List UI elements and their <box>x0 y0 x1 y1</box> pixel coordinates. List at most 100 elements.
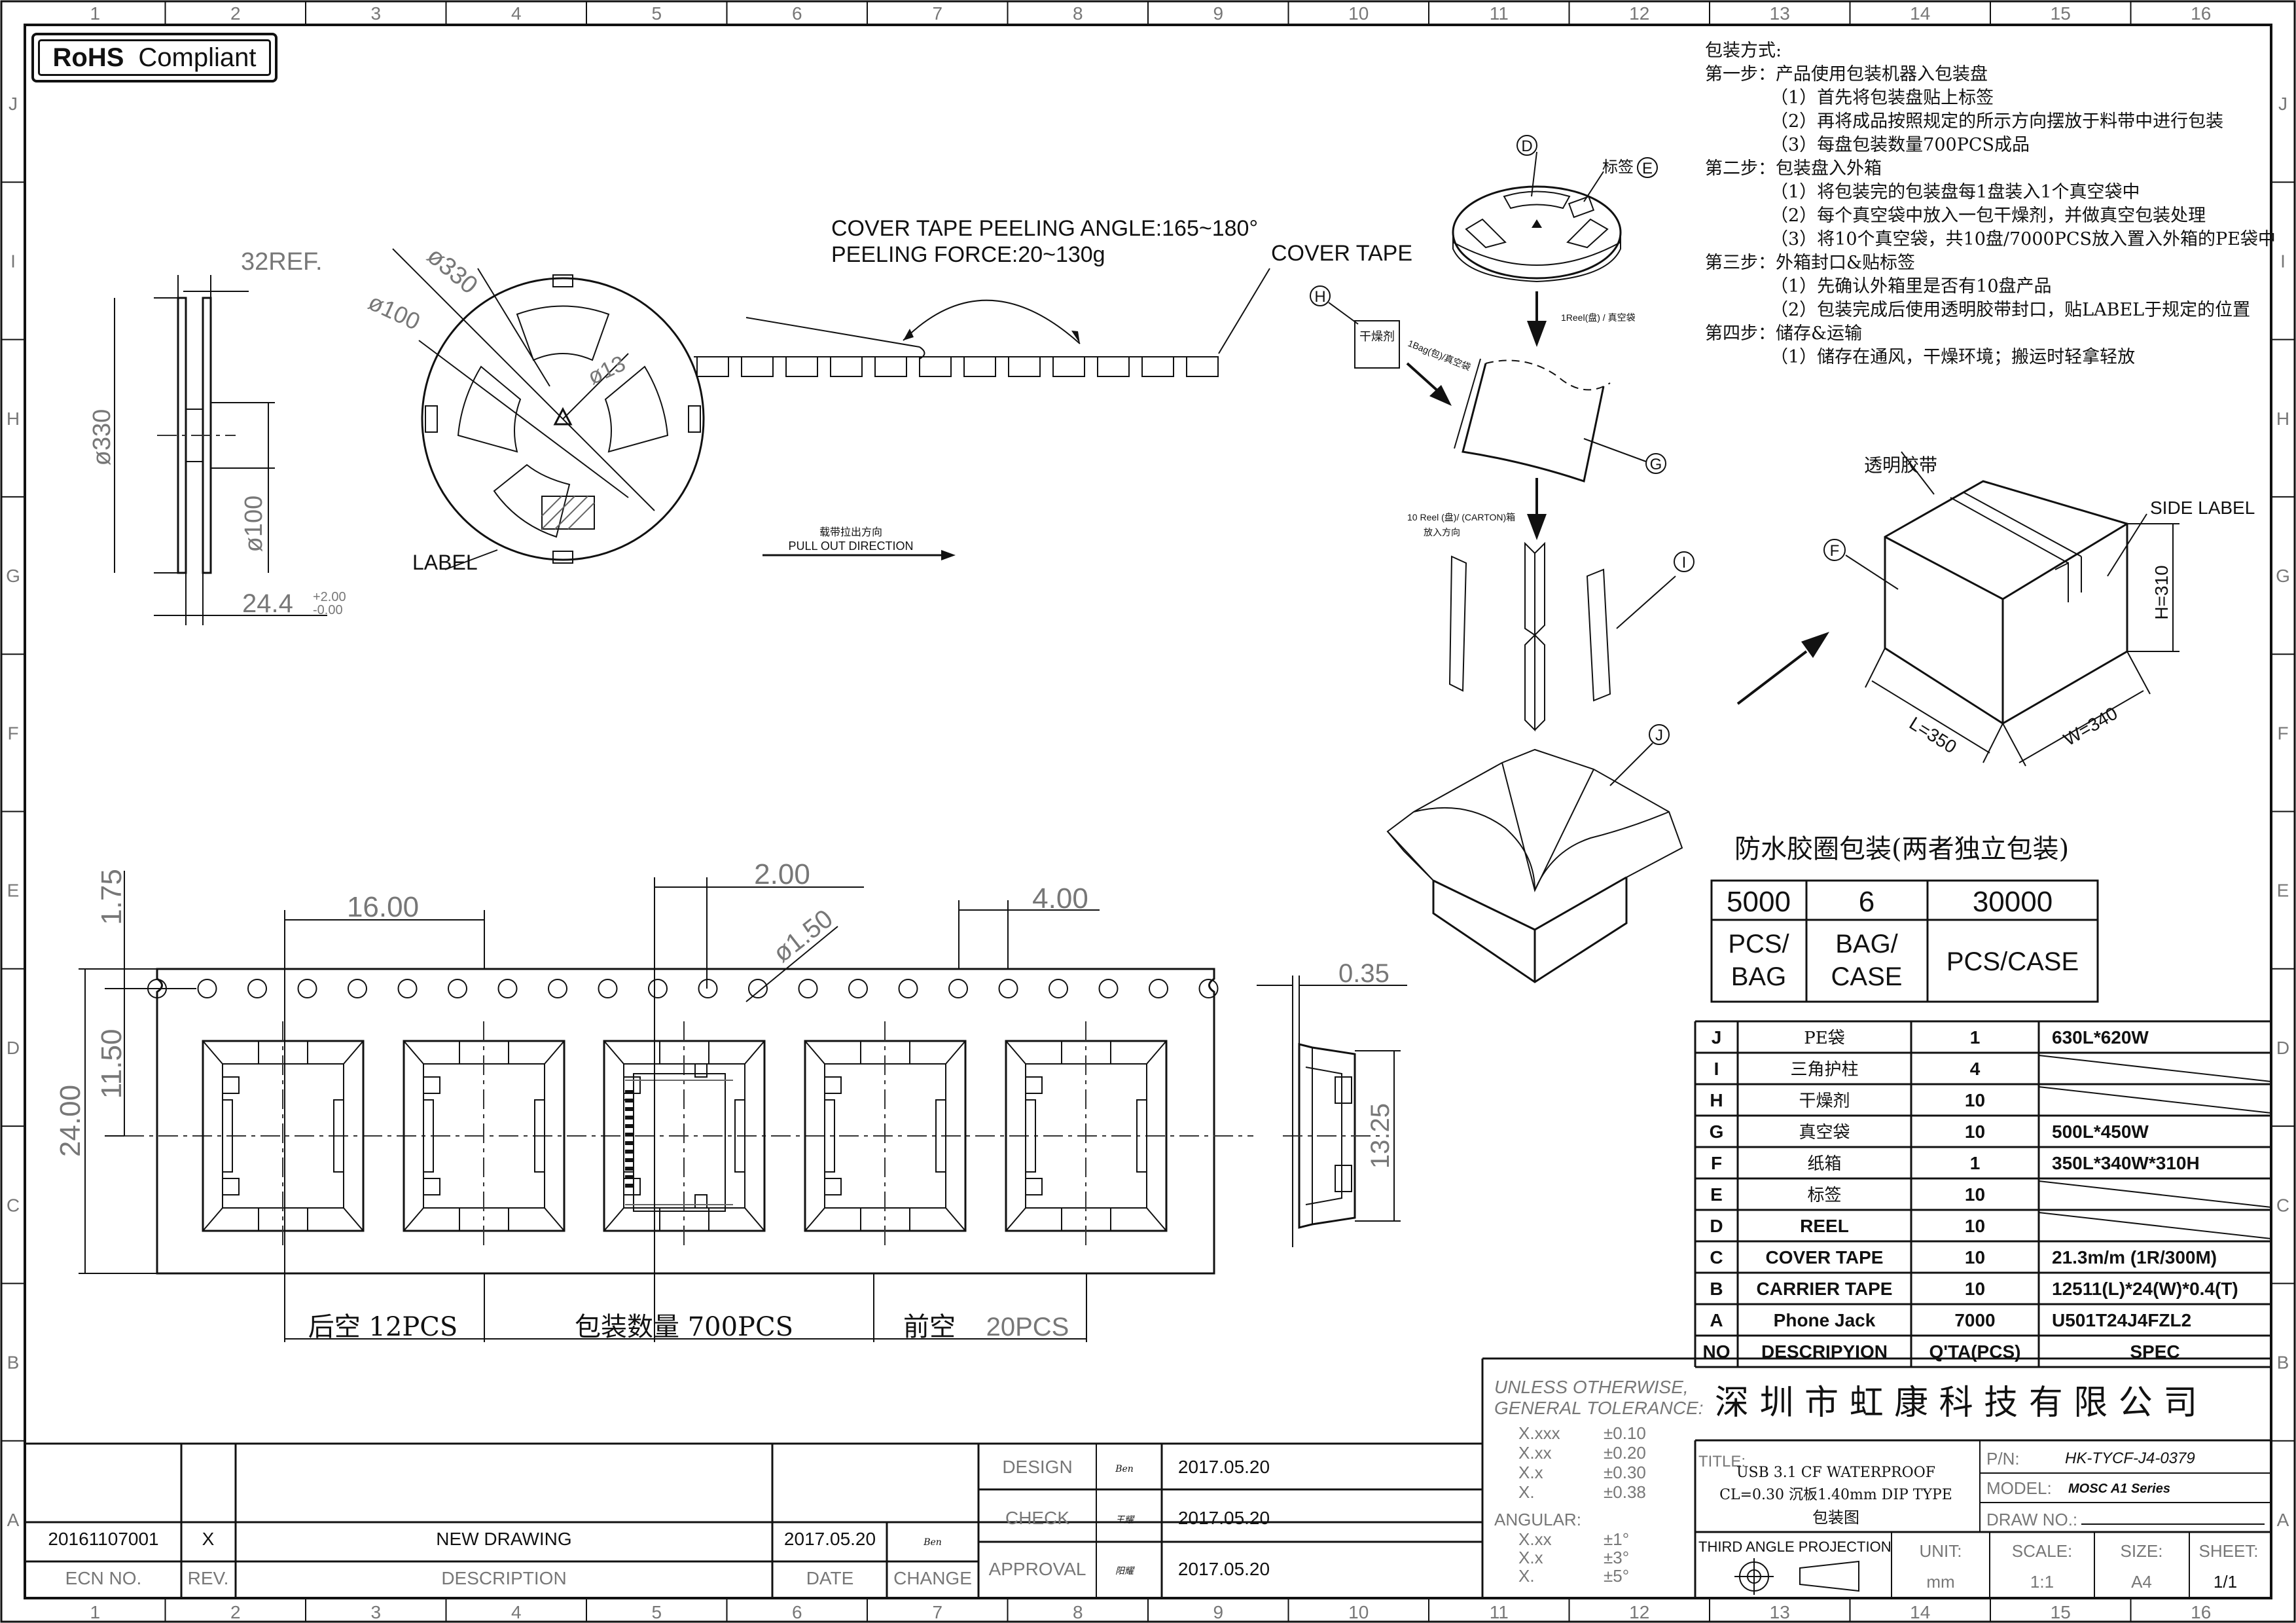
reel-side-view: 32REF. ø330 ø100 24.4 +2.00 -0.00 <box>88 248 346 625</box>
pack-unit-2b: CASE <box>1831 962 1903 991</box>
bom-cell: 12511(L)*24(W)*0.4(T) <box>2052 1279 2238 1299</box>
reel-front-view: ø330 ø100 ø13 LABEL <box>365 242 705 574</box>
zone-col-top: 12 <box>1629 3 1649 24</box>
size-value: A4 <box>2131 1572 2152 1592</box>
callout-g: G <box>1650 456 1662 473</box>
bom-cell: 350L*340W*310H <box>2052 1153 2200 1173</box>
zone-col-top: 11 <box>1490 3 1509 24</box>
rev-date: 2017.05.20 <box>784 1529 876 1549</box>
instruction-line: （1）储存在通风，干燥环境；搬运时轻拿轻放 <box>1770 347 2135 367</box>
instruction-line: 第三步：外箱封口&贴标签 <box>1705 253 1915 273</box>
tol-key: X.x <box>1518 1463 1543 1482</box>
sprocket-hole <box>1149 979 1168 998</box>
tape-pocket <box>1008 356 1041 377</box>
callout-j: J <box>1655 727 1663 744</box>
zone-col-bottom: 8 <box>1073 1602 1083 1622</box>
pack-unit-2a: BAG/ <box>1835 930 1898 958</box>
inner-frame <box>24 24 2272 1599</box>
bom-cell: B <box>1710 1279 1723 1299</box>
bom-cell: 10 <box>1965 1122 1985 1142</box>
rev-desc: NEW DRAWING <box>436 1529 571 1549</box>
rohs-bold-text: RoHS <box>52 43 124 72</box>
dim-1150: 11.50 <box>96 1029 128 1099</box>
rev-h-desc: DESCRIPTION <box>441 1568 566 1588</box>
pack-val-2: 6 <box>1859 886 1874 918</box>
tape-peel-view: COVER TAPE PEELING ANGLE:165~180° PEELIN… <box>694 216 1412 560</box>
rohs-badge: RoHS Compliant <box>31 33 278 82</box>
zone-col-bottom: 16 <box>2191 1602 2211 1622</box>
instruction-line: （3）每盘包装数量700PCS成品 <box>1770 135 2030 155</box>
dim-175: 1.75 <box>96 869 128 925</box>
zone-row-left: D <box>7 1038 20 1058</box>
bom-cell: C <box>1710 1247 1723 1267</box>
size-label: SIZE: <box>2120 1541 2162 1561</box>
sheet-value: 1/1 <box>2214 1572 2237 1592</box>
peel-line-2: PEELING FORCE:20~130g <box>831 242 1105 267</box>
tape-cn: 透明胶带 <box>1864 454 1937 476</box>
bom-cell: Phone Jack <box>1774 1310 1876 1330</box>
tape-pocket <box>741 356 774 377</box>
carrier-pocket <box>603 1021 766 1250</box>
reel-d330: ø330 <box>422 242 482 300</box>
tol-val: ±0.20 <box>1604 1443 1646 1463</box>
zone-col-bottom: 5 <box>651 1602 662 1622</box>
side-label: SIDE LABEL <box>2150 498 2255 518</box>
pull-dir-en: PULL OUT DIRECTION <box>788 539 913 553</box>
zone-col-top: 3 <box>370 3 381 24</box>
tape-pocket <box>1186 356 1219 377</box>
approval-sig: 阳耀 <box>1115 1566 1135 1577</box>
zone-col-top: 15 <box>2051 3 2071 24</box>
pack-qty: 包装数量 700PCS <box>575 1312 793 1342</box>
bom-cell: COVER TAPE <box>1766 1247 1884 1267</box>
title-line-1: USB 3.1 CF WATERPROOF <box>1736 1465 1935 1481</box>
reel-label: LABEL <box>412 551 478 574</box>
reel-bag-text: 1Reel(盘) / 真空袋 <box>1561 312 1636 323</box>
bom-cell: I <box>1714 1059 1719 1079</box>
connector-pin <box>625 1133 633 1137</box>
bom-cell: G <box>1710 1122 1724 1142</box>
dim-2400: 24.00 <box>54 1085 86 1157</box>
bom-cell: 10 <box>1965 1090 1985 1110</box>
bag-text: 1Bag(包)/真空袋 <box>1407 338 1472 373</box>
side-tol-down: -0.00 <box>313 603 343 617</box>
zone-row-left: J <box>9 94 18 114</box>
instruction-line: 第四步：储存&运输 <box>1705 323 1862 344</box>
instruction-line: （1）将包装完的包装盘每1盘装入1个真空袋中 <box>1770 182 2140 202</box>
dim-1325: 13.25 <box>1366 1103 1395 1169</box>
sprocket-hole <box>497 979 518 998</box>
connector-pin <box>625 1167 633 1171</box>
angular-key: X.x <box>1518 1548 1543 1567</box>
instruction-line: 第二步：包装盘入外箱 <box>1705 158 1882 179</box>
projection-symbol-cone <box>1799 1560 1859 1592</box>
bom-cell: 10 <box>1965 1279 1985 1299</box>
scale-value: 1:1 <box>2030 1572 2054 1592</box>
rev-h-change: CHANGE <box>893 1568 972 1588</box>
side-tol-up: +2.00 <box>313 590 346 604</box>
connector-pin <box>625 1158 633 1162</box>
zone-col-top: 16 <box>2191 3 2211 24</box>
tape-pocket <box>963 356 996 377</box>
company-name: 深 圳 市 虹 康 科 技 有 限 公 司 <box>1715 1383 2197 1423</box>
zone-col-top: 8 <box>1073 3 1083 24</box>
instruction-line: （2）再将成品按照规定的所示方向摆放于料带中进行包装 <box>1770 111 2223 132</box>
title-line-2: CL=0.30 沉板1.40mm DIP TYPE <box>1719 1487 1952 1503</box>
rev-rev: X <box>202 1529 215 1549</box>
zone-row-left: C <box>7 1195 20 1215</box>
cover-tape-label: COVER TAPE <box>1271 241 1412 266</box>
sprocket-hole <box>998 979 1018 998</box>
zone-row-right: J <box>2278 94 2287 114</box>
zone-col-bottom: 12 <box>1629 1602 1649 1622</box>
tol-key: X. <box>1518 1482 1535 1502</box>
bom-cell: A <box>1710 1310 1723 1330</box>
label-cn: 标签 <box>1602 158 1634 176</box>
tape-pocket <box>1097 356 1130 377</box>
sprocket-hole <box>247 979 267 998</box>
side-d100: ø100 <box>240 496 268 553</box>
zone-col-bottom: 6 <box>792 1602 802 1622</box>
approval-date: 2017.05.20 <box>1178 1457 1270 1477</box>
bom-cell: 10 <box>1965 1184 1985 1205</box>
zone-col-top: 5 <box>651 3 662 24</box>
zone-col-bottom: 9 <box>1213 1602 1223 1622</box>
